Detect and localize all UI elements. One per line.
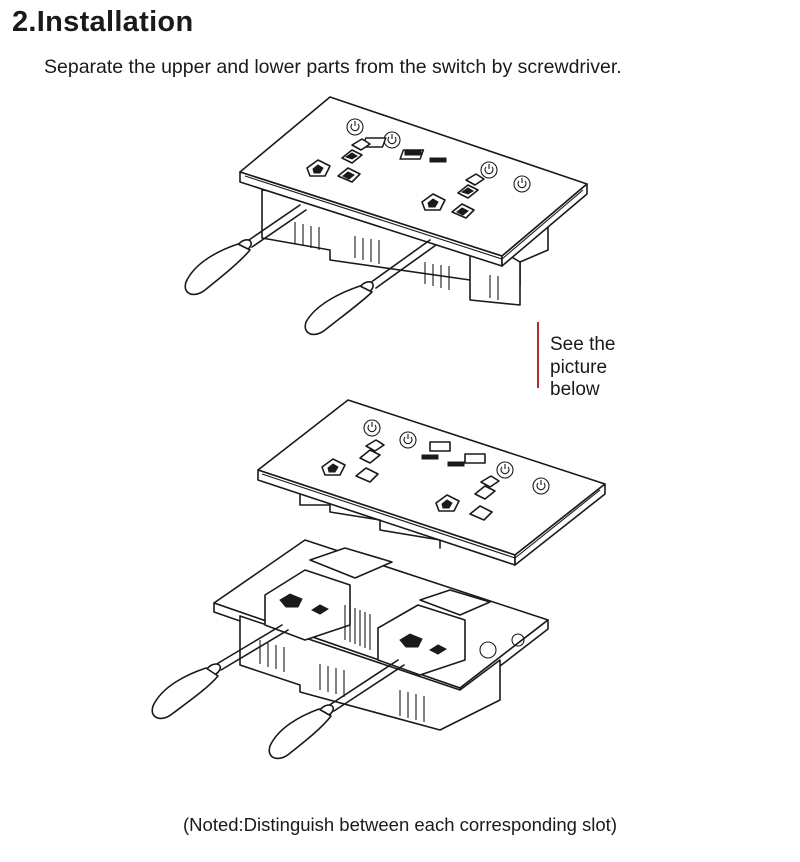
callout-line-2: picture below	[550, 357, 608, 400]
callout-line-1: See the	[550, 334, 616, 355]
callout: See the picture below	[22, 322, 622, 470]
section-title: 2.Installation	[12, 6, 194, 38]
screwdriver-icon	[151, 624, 289, 720]
screwdriver-icon	[304, 239, 437, 336]
footnote-text: (Noted:Distinguish between each correspo…	[183, 814, 617, 835]
face-plate-separated	[257, 399, 606, 566]
screwdriver-icon	[268, 659, 405, 760]
face-plate-top	[239, 96, 588, 267]
instruction-text: Separate the upper and lower parts from …	[44, 56, 622, 78]
callout-divider	[537, 322, 539, 388]
screwdriver-icon	[184, 204, 307, 296]
lower-housing	[213, 539, 549, 731]
